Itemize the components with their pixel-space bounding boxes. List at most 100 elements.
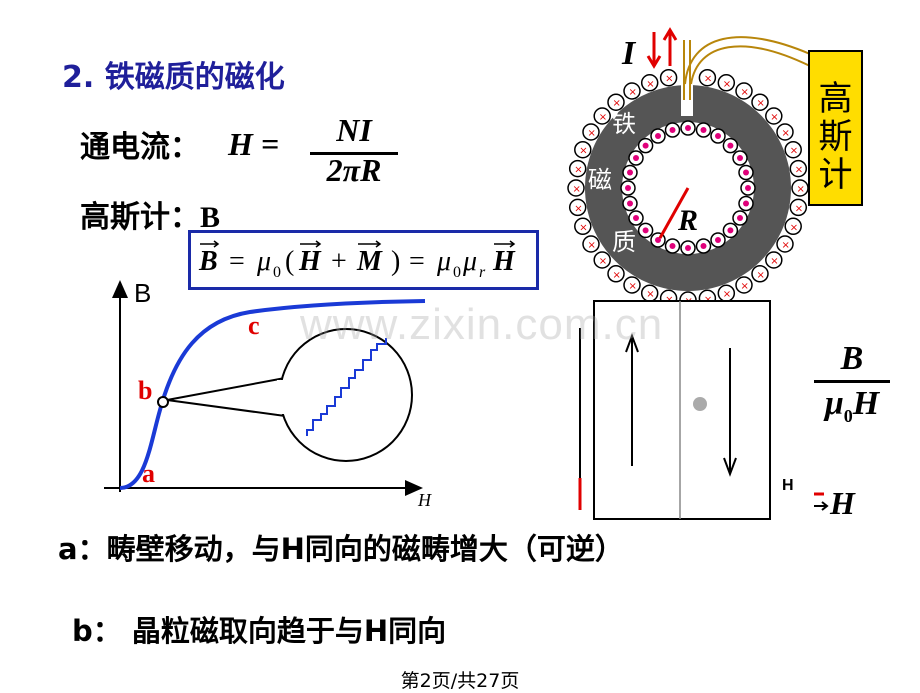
coil-dot-icon [715, 133, 721, 139]
coil-cross-icon: × [770, 112, 778, 123]
current-line: 通电流： [80, 122, 200, 166]
coil-cross-icon: × [757, 270, 765, 281]
gauss-wires [684, 36, 811, 85]
gauss-line: 高斯计：B [80, 192, 220, 236]
coil-cross-icon: × [599, 112, 607, 123]
coil-dot-icon [737, 215, 743, 221]
outer-coil-ring: ××××××××××××××××××××××××××××××××××× [567, 68, 809, 309]
bf-eq2: = [409, 246, 425, 277]
current-label: I [621, 35, 637, 72]
gauss-meter-label: 高 斯 计 [810, 52, 861, 194]
wire-1 [684, 36, 811, 85]
coil-cross-icon: × [795, 165, 803, 176]
boxed-formula-svg: B = μ 0 ( H + M ) = μ 0 μ r H [198, 240, 516, 281]
coil-dot-icon [655, 133, 661, 139]
coil-cross-icon: × [704, 74, 712, 85]
field-vector: H [812, 482, 892, 526]
outer-coil-turn [735, 276, 753, 294]
domain-step-curve [306, 338, 387, 436]
coil-cross-icon: × [795, 203, 803, 214]
vector-arrow-H2 [494, 240, 516, 248]
coil-dot-icon [700, 243, 707, 249]
slide-title: 2. 铁磁质的磁化 [62, 60, 285, 95]
toroid-diagram: ××××××××××××××××××××××××××××××××××× 铁 磁 … [567, 27, 809, 309]
outer-coil-turn [735, 82, 753, 100]
coil-cross-icon: × [741, 281, 749, 292]
outer-coil-turn [640, 74, 659, 92]
coil-cross-icon: × [574, 165, 582, 176]
coil-dot-icon [737, 155, 743, 161]
gauss-label: 高斯计： [80, 200, 200, 235]
current-arrow-down [646, 32, 662, 69]
bf-M: M [356, 246, 383, 277]
current-arrow-up [662, 27, 678, 66]
coil-cross-icon: × [574, 203, 582, 214]
outer-coil-turn [776, 123, 794, 141]
magnetization-graph: B H a b c [104, 278, 432, 510]
coil-cross-icon: × [613, 270, 621, 281]
outer-coil-turn [582, 235, 600, 253]
callout-mask [277, 380, 287, 414]
field-vector-label: H [829, 485, 856, 521]
bf-mu0b-sub: 0 [453, 264, 461, 281]
bf-H2: H [492, 246, 516, 277]
bf-mur: μ [462, 246, 477, 277]
coil-dot-icon [727, 142, 734, 149]
coil-dot-icon [727, 227, 734, 234]
point-b-marker [157, 396, 169, 408]
coil-dot-icon [633, 215, 639, 221]
coil-cross-icon: × [782, 240, 790, 251]
coil-cross-icon: × [723, 289, 731, 300]
current-arrows [646, 27, 678, 69]
outer-coil-turn [568, 159, 587, 178]
coil-dot-icon [669, 243, 676, 249]
outer-coil-turn [789, 159, 808, 178]
ratio-h: H [852, 385, 880, 422]
core-char-1: 铁 [612, 110, 636, 138]
coil-cross-icon: × [665, 294, 673, 305]
coil-cross-icon: × [797, 184, 805, 195]
coil-cross-icon: × [588, 128, 596, 139]
ratio-numerator: B [840, 340, 864, 377]
coil-cross-icon: × [770, 256, 778, 267]
domain-box [593, 300, 771, 520]
outer-coil-turn [607, 265, 625, 283]
wire-2 [690, 45, 811, 85]
coil-dot-icon [655, 237, 661, 243]
point-b-label: b [138, 376, 152, 405]
bf-lparen: ( [285, 246, 294, 277]
vector-arrow-B [200, 240, 220, 248]
vector-arrow-M [358, 240, 382, 248]
coil-dot-icon [685, 125, 691, 131]
bf-mu0b: μ [436, 246, 451, 277]
outer-coil-turn [717, 74, 736, 92]
bf-B: B [198, 246, 218, 277]
x-axis-label: H [417, 490, 432, 510]
coil-cross-icon: × [588, 240, 596, 251]
gauss-char-1: 高 [818, 79, 853, 119]
domain-marker-icon [693, 397, 707, 411]
coil-dot-icon [685, 245, 691, 251]
coil-dot-icon [642, 227, 649, 234]
statement-b: b： 晶粒磁取向趋于与H同向 [72, 614, 447, 648]
watermark: www.zixin.com.cn [300, 300, 664, 349]
y-axis-label: B [134, 278, 151, 308]
outer-coil-turn [607, 93, 625, 111]
coil-cross-icon: × [573, 184, 581, 195]
outer-coil-turn [582, 123, 600, 141]
outer-coil-turn [751, 265, 769, 283]
radius-label: R [677, 204, 698, 237]
coil-cross-icon: × [665, 74, 673, 85]
current-label: 通电流： [80, 130, 200, 165]
boxed-formula: B = μ 0 ( H + M ) = μ 0 μ r H [188, 230, 539, 290]
coil-cross-icon: × [579, 146, 587, 157]
ratio-formula: B μ0H [812, 340, 892, 427]
coil-dot-icon [700, 127, 707, 133]
coil-dot-icon [745, 185, 751, 191]
core-char-3: 质 [612, 228, 636, 256]
outer-coil-turn [568, 198, 587, 217]
core-char-2: 磁 [588, 166, 612, 194]
outer-coil-turn [776, 235, 794, 253]
coil-dot-icon [633, 155, 639, 161]
inner-coil-ring [620, 120, 756, 256]
